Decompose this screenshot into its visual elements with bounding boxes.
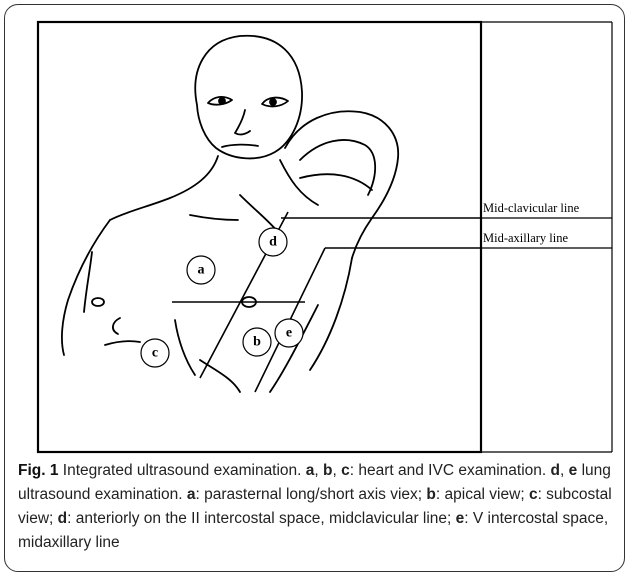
caption-b-text: : apical view;: [436, 486, 525, 503]
left-arm: [62, 220, 110, 355]
mid-axillary-label: Mid-axillary line: [483, 231, 568, 246]
right-side-lower: [270, 305, 318, 392]
left-nipple: [92, 298, 104, 306]
left-shoulder: [110, 156, 218, 220]
patient-figure: [62, 36, 398, 392]
left-pupil: [219, 98, 225, 104]
raised-arm-inner: [300, 140, 375, 195]
caption-letter-c2: c: [529, 486, 538, 503]
rib-line: [105, 341, 140, 345]
mid-clavicular-label: Mid-clavicular line: [483, 201, 579, 216]
abdomen-curve: [200, 360, 240, 392]
point-d-label: d: [269, 235, 277, 250]
caption-letter-a1: a: [306, 462, 315, 479]
caption-a-text: : parasternal long/short axis viex;: [196, 486, 423, 503]
caption-letter-b1: b: [323, 462, 332, 479]
caption-title: Integrated ultrasound examination.: [63, 462, 302, 479]
point-a-label: a: [198, 263, 205, 278]
caption-heart-text: : heart and IVC examination.: [350, 462, 546, 479]
clavicle-right: [240, 195, 278, 232]
right-side-upper: [352, 218, 372, 258]
exam-lines: [172, 212, 481, 392]
figure-caption: Fig. 1 Integrated ultrasound examination…: [18, 459, 622, 555]
point-c-label: c: [152, 346, 158, 361]
caption-letter-e2: e: [456, 510, 465, 527]
caption-letter-d1: d: [551, 462, 560, 479]
clavicle-left: [190, 215, 238, 220]
nose: [235, 110, 250, 134]
point-b-label: b: [253, 335, 261, 350]
mouth: [222, 145, 258, 147]
armpit-curve: [300, 174, 372, 190]
caption-letter-a2: a: [187, 486, 196, 503]
right-pupil: [270, 99, 276, 105]
abdomen-left: [175, 320, 195, 375]
raised-arm-outer: [285, 111, 398, 218]
caption-letter-d2: d: [58, 510, 67, 527]
caption-d-text: : anteriorly on the II intercostal space…: [67, 510, 451, 527]
neck-right: [280, 160, 318, 205]
caption-letter-b2: b: [426, 486, 435, 503]
right-flank: [310, 258, 352, 370]
point-e-label: e: [286, 326, 292, 341]
head-outline: [195, 36, 302, 159]
caption-figure-number: Fig. 1: [18, 462, 58, 479]
left-nipple-shade: [113, 318, 120, 334]
caption-letter-e1: e: [569, 462, 578, 479]
caption-letter-c1: c: [341, 462, 350, 479]
